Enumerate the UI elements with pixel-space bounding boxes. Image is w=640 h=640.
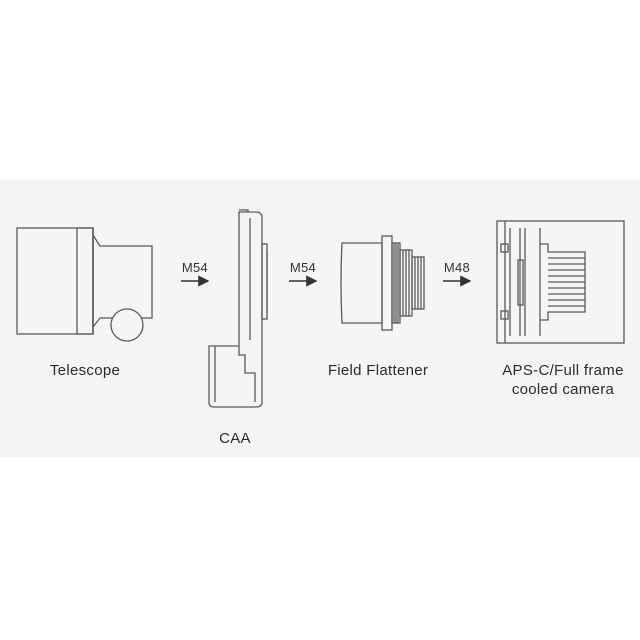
field-flattener-label: Field Flattener [327, 362, 429, 379]
camera-drawing [496, 220, 625, 344]
connection-label-2: M54 [289, 260, 317, 275]
camera-label-line2: cooled camera [511, 381, 615, 398]
telescope-drawing [16, 227, 153, 342]
camera-label-line1: APS-C/Full frame [502, 362, 624, 379]
connection-label-3: M48 [443, 260, 471, 275]
diagram-background-band [0, 180, 640, 458]
connection-label-1: M54 [181, 260, 209, 275]
caa-label: CAA [219, 430, 251, 447]
telescope-label: Telescope [49, 362, 121, 379]
caa-drawing [208, 209, 268, 408]
field-flattener-drawing [340, 235, 425, 331]
